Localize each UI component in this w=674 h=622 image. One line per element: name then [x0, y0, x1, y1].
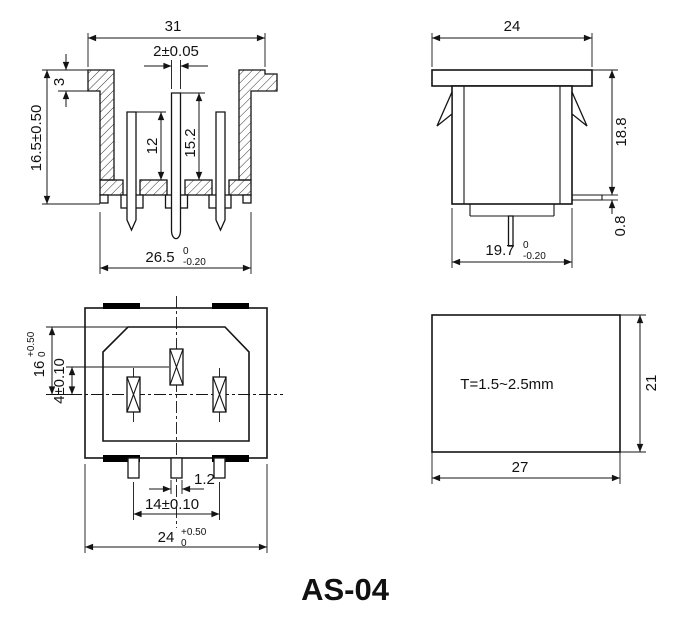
dim-section-pin-width-label: 2±0.05: [153, 43, 199, 60]
dim-section-bottom-label: 26.5: [145, 249, 174, 266]
section-right-wall: [238, 69, 278, 181]
dim-front-pin-pitch-label: 14±0.10: [145, 496, 199, 513]
section-pin-right: [215, 111, 226, 232]
side-flange: [431, 69, 593, 87]
dim-side-bottom-tol-hi: 0: [523, 240, 529, 251]
dim-side-tab-thickness: 0.8: [602, 199, 629, 237]
dim-panel-width-label: 27: [512, 459, 529, 476]
mounting-marks: [103, 303, 249, 462]
dim-front-pin-pitch: 14±0.10: [133, 482, 220, 520]
dim-section-pin-width: 2±0.05: [144, 43, 208, 89]
section-floor: [99, 179, 252, 196]
dim-side-top-width: 24: [431, 18, 593, 67]
dim-front-width-label: 24: [158, 529, 175, 546]
dim-section-pin-center-length: 15.2: [180, 92, 205, 180]
dim-panel-width: 27: [431, 452, 621, 484]
dim-side-tab-label: 0.8: [612, 216, 629, 237]
dim-front-width-tol-hi: +0.50: [181, 527, 207, 538]
dim-side-bottom-label: 19.7: [485, 242, 514, 259]
dim-section-flange-label: 3: [51, 78, 68, 86]
dim-front-opening-height: 16 +0.50 0: [26, 326, 128, 395]
dim-section-height: 16.5±0.50: [28, 70, 100, 205]
side-clip-right: [571, 91, 588, 127]
front-view: 16 +0.50 0 4±0.10 1.2 14±0.10 24 +0.50 0: [26, 296, 283, 553]
section-pins: [126, 92, 226, 240]
dim-front-width: 24 +0.50 0: [84, 464, 268, 553]
side-body: [451, 85, 573, 205]
section-view: 31 2±0.05 3 16.5±0.50 12 15.2 26.5 0 -0.…: [28, 18, 278, 274]
dim-side-height: 18.8: [592, 69, 630, 196]
side-clip-left: [436, 91, 453, 127]
dim-side-top-width-label: 24: [504, 18, 521, 35]
section-left-wall: [87, 69, 115, 181]
dim-panel-height-label: 21: [643, 375, 660, 392]
dim-front-opening-height-tol-lo: 0: [37, 351, 48, 357]
left-pin: [126, 376, 141, 413]
dim-front-pin-offset: 4±0.10: [51, 358, 169, 404]
dim-front-pin-offset-label: 4±0.10: [51, 358, 68, 404]
side-view: 24 18.8 0.8 19.7 0 -0.20: [431, 18, 630, 268]
dim-section-height-label: 16.5±0.50: [28, 105, 45, 172]
dim-section-pin-center-label: 15.2: [182, 128, 199, 157]
dim-section-pin-side-label: 12: [144, 138, 161, 155]
dim-front-pin-thickness-label: 1.2: [194, 471, 215, 488]
dim-front-pin-thickness: 1.2: [149, 471, 215, 494]
dim-section-bottom-width: 26.5 0 -0.20: [99, 212, 252, 274]
panel-thickness-note: T=1.5~2.5mm: [460, 376, 553, 393]
earth-pin: [169, 348, 184, 386]
section-pin-center: [170, 92, 182, 240]
dim-section-pin-side-length: 12: [136, 111, 166, 180]
right-pin: [212, 376, 227, 413]
drawing-title: AS-04: [301, 572, 390, 607]
panel-view: T=1.5~2.5mm 21 27: [431, 314, 660, 484]
dim-section-top-width: 31: [87, 18, 266, 67]
panel-outline: [431, 314, 621, 453]
dim-front-opening-height-tol-hi: +0.50: [26, 331, 37, 357]
dim-panel-height: 21: [620, 314, 660, 453]
dim-section-bottom-tol-lo: -0.20: [183, 257, 206, 268]
side-base: [469, 194, 603, 247]
dim-section-flange-thickness: 3: [42, 54, 88, 107]
side-pin: [507, 215, 514, 247]
dim-front-width-tol-lo: 0: [181, 538, 187, 549]
dim-section-bottom-tol-hi: 0: [183, 246, 189, 257]
dim-section-top-width-label: 31: [165, 18, 182, 35]
dim-side-bottom-width: 19.7 0 -0.20: [451, 208, 573, 268]
side-terminal-tab: [572, 194, 603, 201]
dim-front-opening-height-label: 16: [31, 361, 48, 378]
section-pin-left: [126, 111, 137, 232]
dim-side-height-label: 18.8: [613, 117, 630, 146]
solder-pins: [127, 457, 226, 479]
dim-side-bottom-tol-lo: -0.20: [523, 251, 546, 262]
